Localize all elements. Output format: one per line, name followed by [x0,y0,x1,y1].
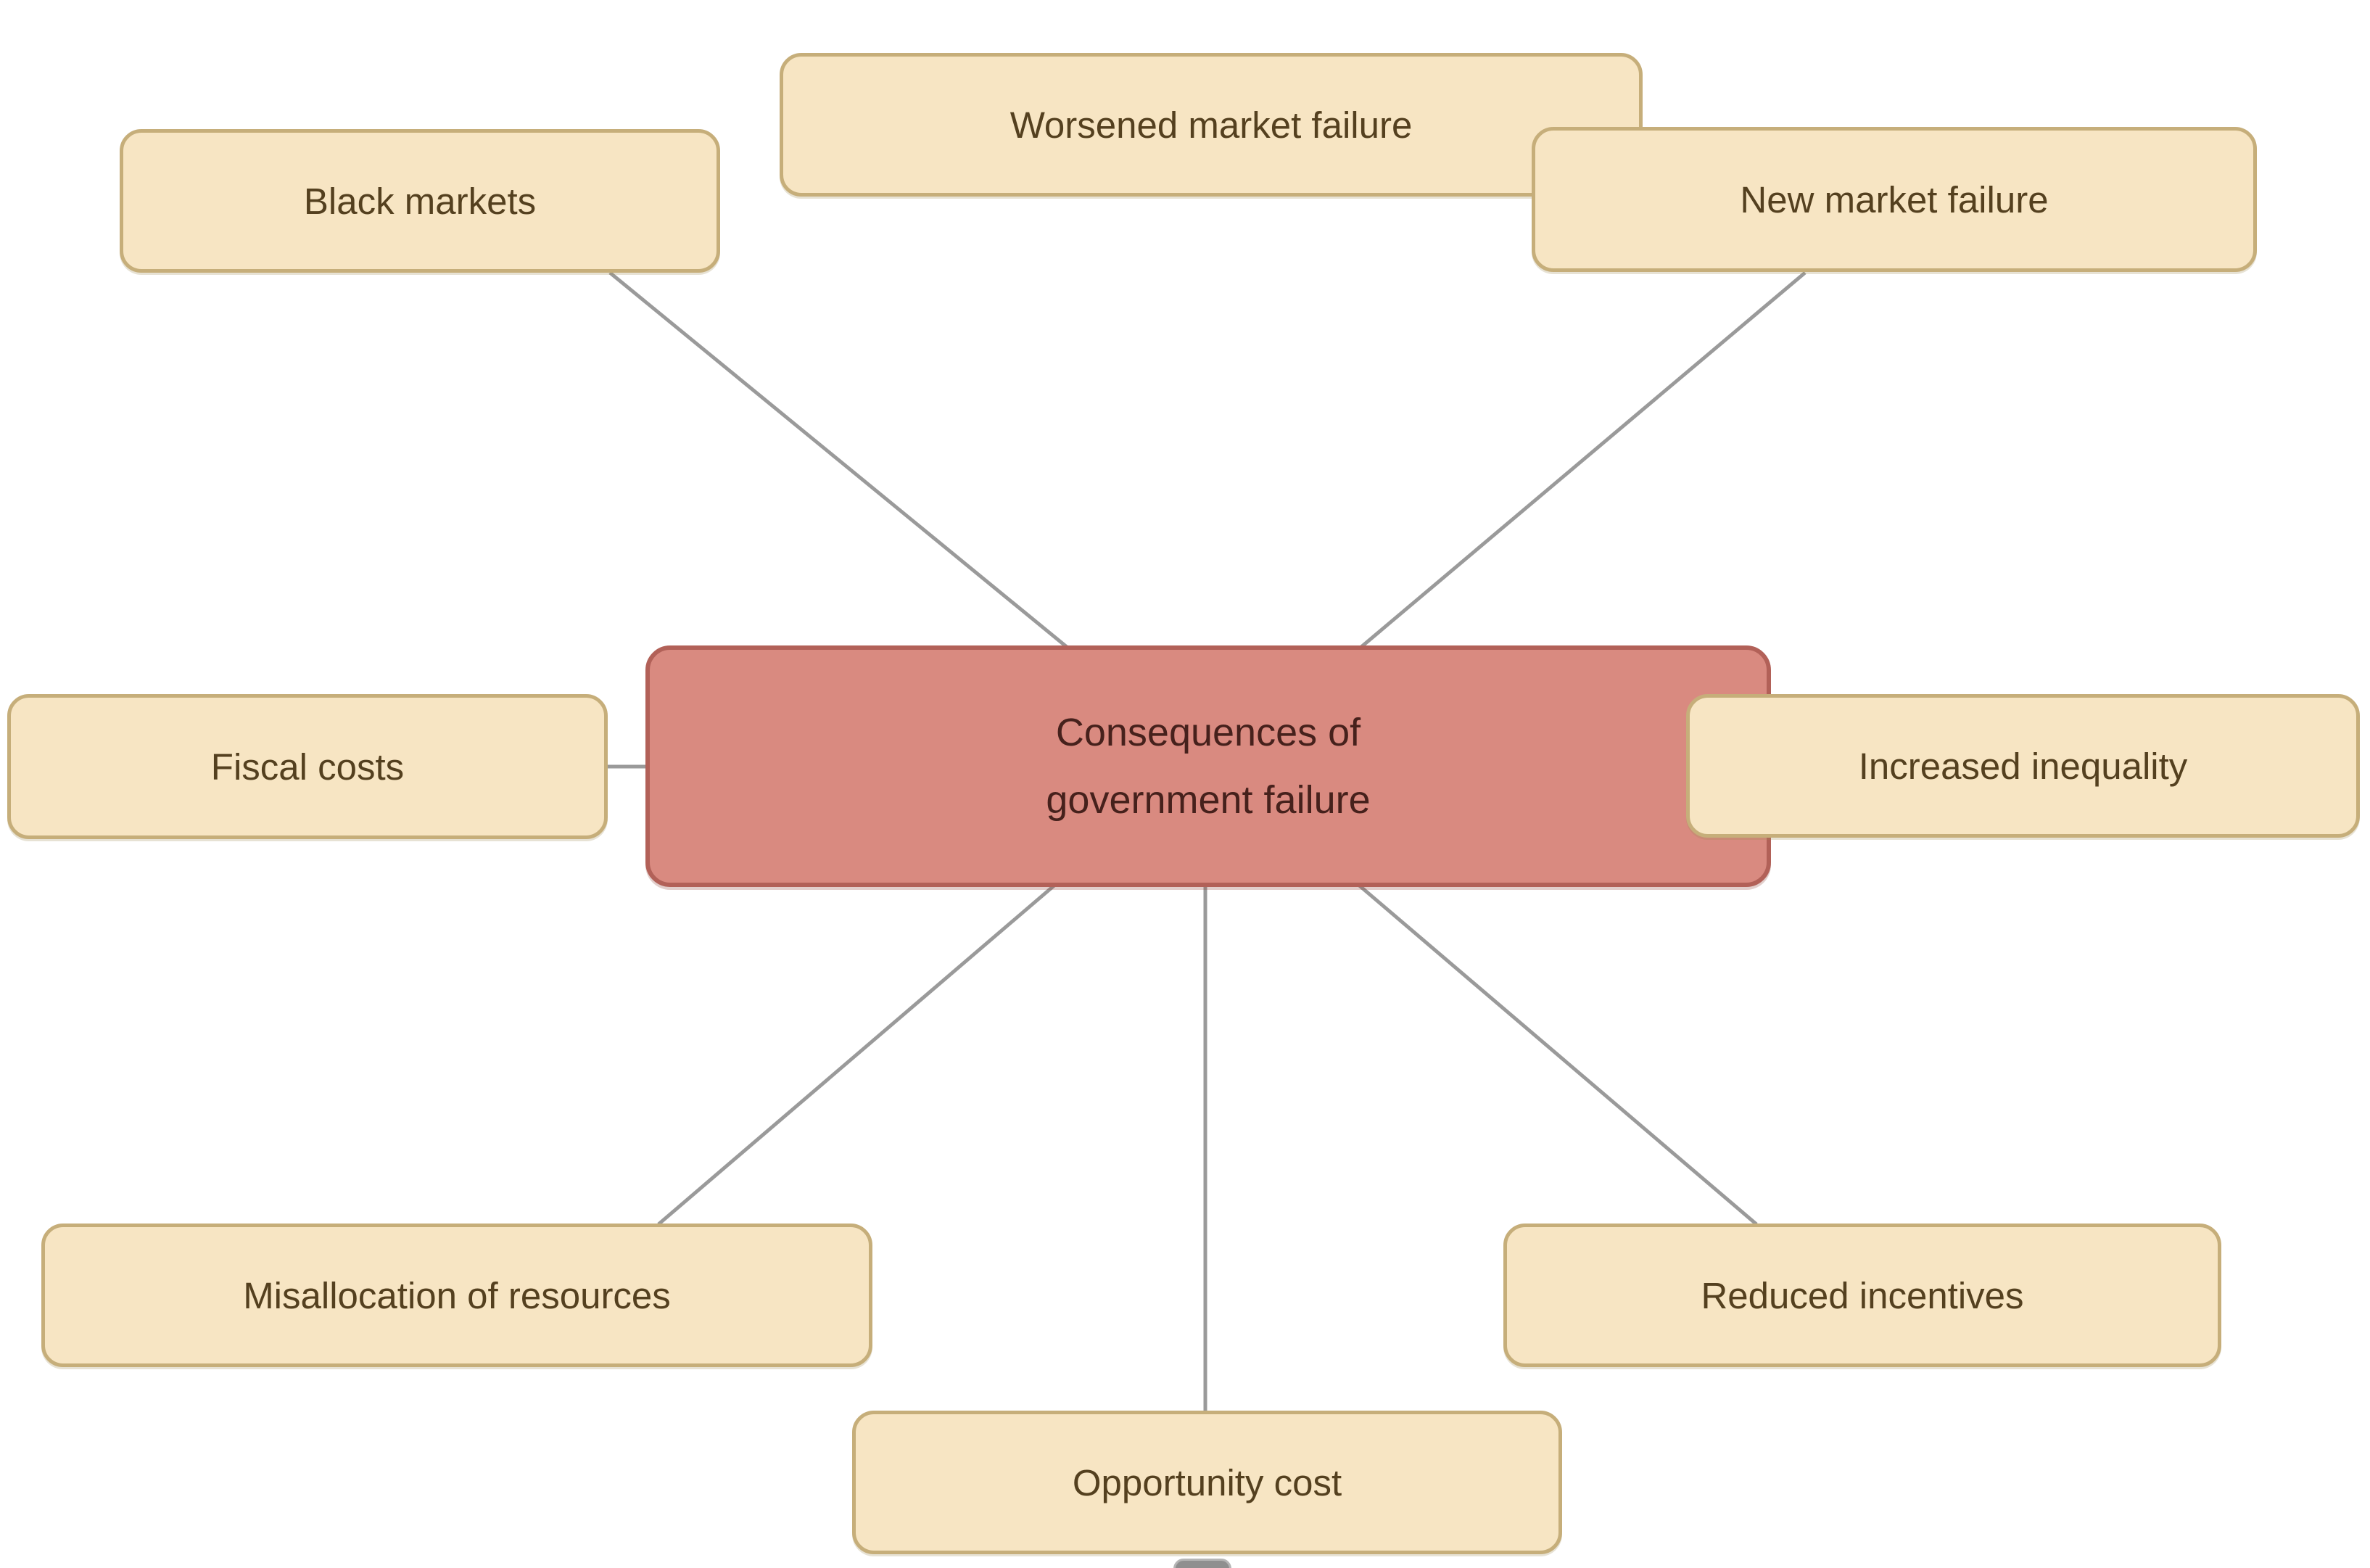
node-label: Reduced incentives [1701,1274,2024,1316]
node-label: Fiscal costs [210,746,405,788]
node-label: Misallocation of resources [243,1274,671,1316]
node-label: Worsened market failure [1009,104,1413,146]
node-misallocation-of-resources[interactable]: Misallocation of resources [41,1224,872,1367]
node-increased-inequality[interactable]: Increased inequality [1686,694,2360,838]
center-label-line-2: government failure [1046,777,1371,822]
connector-new-market-failure [1360,271,1807,648]
center-label-line-1: Consequences of [1055,710,1361,754]
connector-reduced-incentives [1356,883,1758,1226]
center-node-label: Consequences of government failure [1046,699,1370,834]
connector-black-markets [608,271,1068,648]
connector-misallocation [657,883,1057,1226]
node-new-market-failure[interactable]: New market failure [1532,127,2257,272]
canvas-drag-handle[interactable] [1173,1559,1231,1568]
node-opportunity-cost[interactable]: Opportunity cost [852,1411,1562,1554]
node-center-consequences[interactable]: Consequences of government failure [645,645,1771,887]
node-label: Increased inequality [1858,745,2188,787]
node-label: New market failure [1740,178,2049,220]
node-worsened-market-failure[interactable]: Worsened market failure [780,53,1643,197]
node-fiscal-costs[interactable]: Fiscal costs [7,694,608,839]
node-label: Opportunity cost [1072,1461,1342,1503]
node-label: Black markets [303,180,537,222]
node-black-markets[interactable]: Black markets [120,129,720,273]
node-reduced-incentives[interactable]: Reduced incentives [1503,1224,2221,1367]
